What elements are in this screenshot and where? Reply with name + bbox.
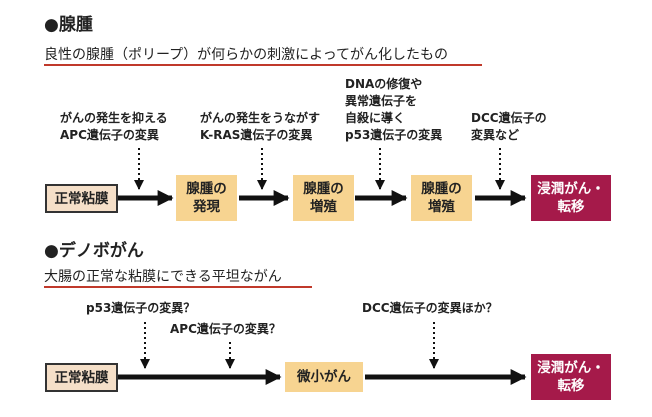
invasive-cancer-box-2: 浸潤がん・転移 — [531, 354, 611, 400]
note-dcc-question: DCC遺伝子の変異ほか？ — [362, 301, 498, 315]
section2-heading: ●デノボがん — [44, 241, 144, 261]
note-kras: がんの発生をうながす K-RAS遺伝子の変異 — [200, 111, 321, 142]
adenoma-growth-box-2: 腺腫の増殖 — [411, 175, 472, 221]
normal-mucosa-box: 正常粘膜 — [45, 184, 118, 213]
section2-subtitle: 大腸の正常な粘膜にできる平坦ながん — [44, 269, 282, 285]
micro-cancer-box: 微小がん — [285, 362, 363, 392]
section1-subtitle-underline — [44, 64, 482, 66]
note-apc: がんの発生を抑える APC遺伝子の変異 — [60, 111, 168, 142]
section2-subtitle-underline — [44, 286, 312, 288]
section1-heading: ●腺腫 — [44, 15, 93, 35]
note-apc-question: APC遺伝子の変異？ — [170, 322, 281, 336]
normal-mucosa-box-2: 正常粘膜 — [45, 363, 118, 392]
note-dcc: DCC遺伝子の 変異など — [471, 111, 547, 142]
adenoma-onset-box: 腺腫の発現 — [176, 175, 237, 221]
adenoma-growth-box-1: 腺腫の増殖 — [293, 175, 354, 221]
note-p53-question: p53遺伝子の変異？ — [86, 301, 196, 315]
invasive-cancer-box-1: 浸潤がん・転移 — [531, 175, 611, 221]
section1-subtitle: 良性の腺腫（ポリープ）が何らかの刺激によってがん化したもの — [44, 47, 449, 63]
note-p53: DNAの修復や 異常遺伝子を 自殺に導く p53遺伝子の変異 — [345, 77, 443, 142]
